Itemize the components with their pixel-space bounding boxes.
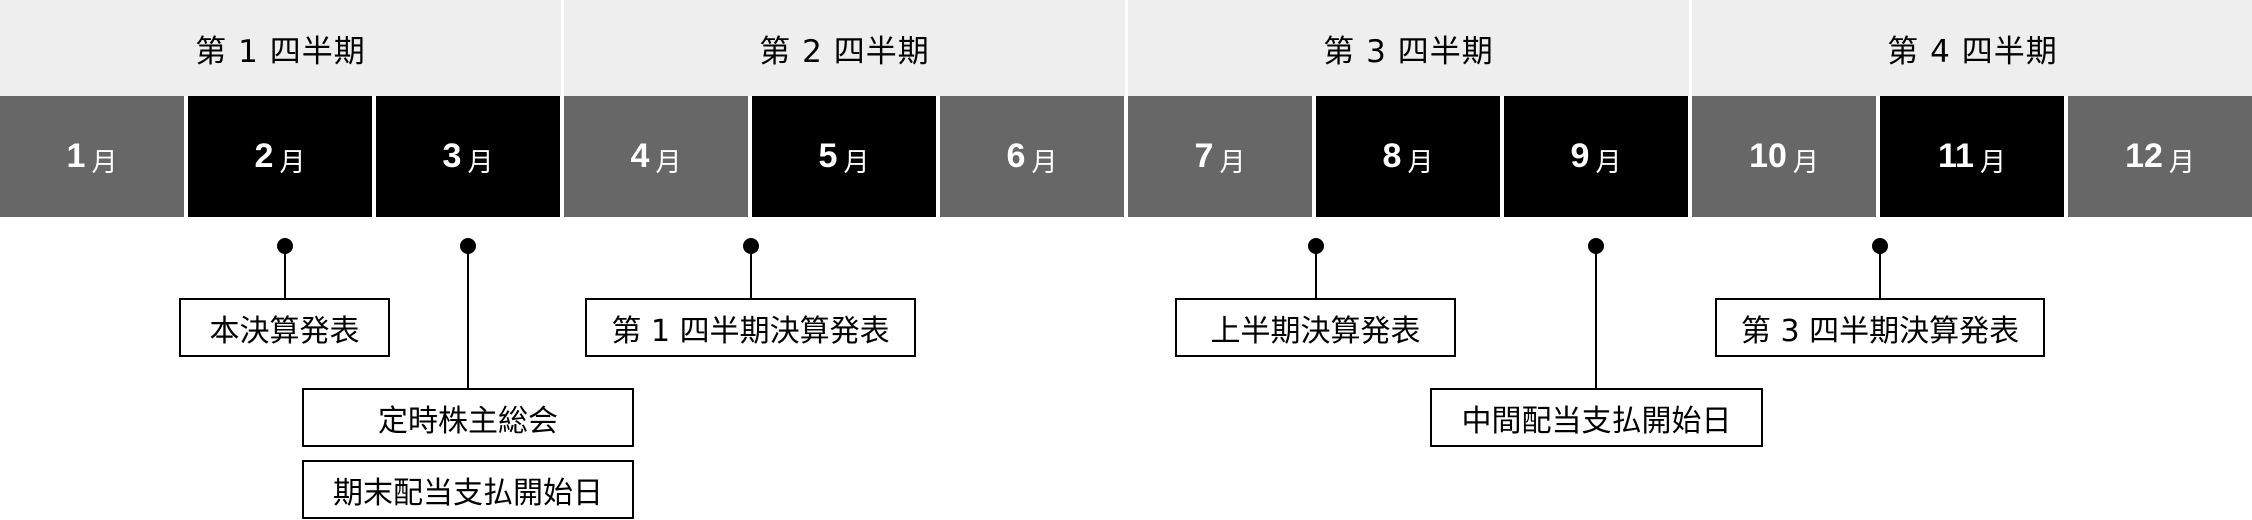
- feb-connector-line: [284, 246, 286, 299]
- aug-connector-line: [1315, 246, 1317, 299]
- month-3-number: 3: [442, 137, 462, 175]
- month-10-unit: 月: [1792, 148, 1819, 178]
- month-6-unit: 月: [1031, 148, 1058, 178]
- event-agm-label: 定時株主総会: [378, 403, 558, 439]
- event-q1-results: 第 1 四半期決算発表: [585, 298, 916, 357]
- quarter-1: 第 1 四半期: [0, 0, 561, 96]
- quarter-2-label: 第 2 四半期: [759, 33, 930, 70]
- month-8-unit: 月: [1407, 148, 1434, 178]
- event-interim-dividend: 中間配当支払開始日: [1430, 388, 1763, 447]
- event-year-end-dividend: 期末配当支払開始日: [302, 460, 634, 519]
- month-10-number: 10: [1749, 137, 1787, 175]
- event-interim-dividend-label: 中間配当支払開始日: [1461, 403, 1732, 439]
- event-q3-results-label: 第 3 四半期決算発表: [1740, 313, 2020, 349]
- month-4-number: 4: [630, 137, 650, 175]
- event-year-end-dividend-label: 期末配当支払開始日: [333, 475, 603, 511]
- month-1-number: 1: [66, 137, 86, 175]
- event-q1-results-label: 第 1 四半期決算発表: [611, 313, 890, 349]
- month-5-number: 5: [818, 137, 838, 175]
- event-annual-results-label: 本決算発表: [209, 313, 360, 349]
- month-2-number: 2: [254, 137, 274, 175]
- quarter-4: 第 4 四半期: [1692, 0, 2252, 96]
- month-5-unit: 月: [843, 148, 870, 178]
- sep-connector-line: [1595, 246, 1597, 389]
- month-11-number: 11: [1938, 137, 1974, 175]
- month-7-number: 7: [1194, 137, 1214, 175]
- quarter-4-label: 第 4 四半期: [1887, 33, 2058, 70]
- quarter-3-label: 第 3 四半期: [1323, 33, 1494, 70]
- nov-connector-line: [1879, 246, 1881, 299]
- month-3-unit: 月: [467, 148, 494, 178]
- event-half-year-results-label: 上半期決算発表: [1210, 313, 1421, 349]
- month-9-unit: 月: [1595, 148, 1622, 178]
- month-2-unit: 月: [279, 148, 306, 178]
- month-1-unit: 月: [91, 148, 118, 178]
- month-11-unit: 月: [1979, 148, 2006, 178]
- event-half-year-results: 上半期決算発表: [1175, 298, 1456, 357]
- quarter-2: 第 2 四半期: [564, 0, 1125, 96]
- month-7-unit: 月: [1219, 148, 1246, 178]
- month-4-unit: 月: [655, 148, 682, 178]
- month-8-number: 8: [1382, 137, 1402, 175]
- event-annual-results: 本決算発表: [179, 298, 390, 357]
- may-connector-line: [750, 246, 752, 299]
- mar-connector-line: [467, 246, 469, 389]
- quarter-1-label: 第 1 四半期: [195, 33, 366, 70]
- quarter-header-row: 第 1 四半期 第 2 四半期 第 3 四半期 第 4 四半期: [0, 0, 2252, 96]
- event-agm: 定時株主総会: [302, 388, 634, 447]
- month-9-number: 9: [1570, 137, 1590, 175]
- month-12-number: 12: [2125, 137, 2163, 175]
- month-6-number: 6: [1006, 137, 1026, 175]
- event-q3-results: 第 3 四半期決算発表: [1715, 298, 2045, 357]
- quarter-3: 第 3 四半期: [1128, 0, 1689, 96]
- month-12-unit: 月: [2168, 148, 2195, 178]
